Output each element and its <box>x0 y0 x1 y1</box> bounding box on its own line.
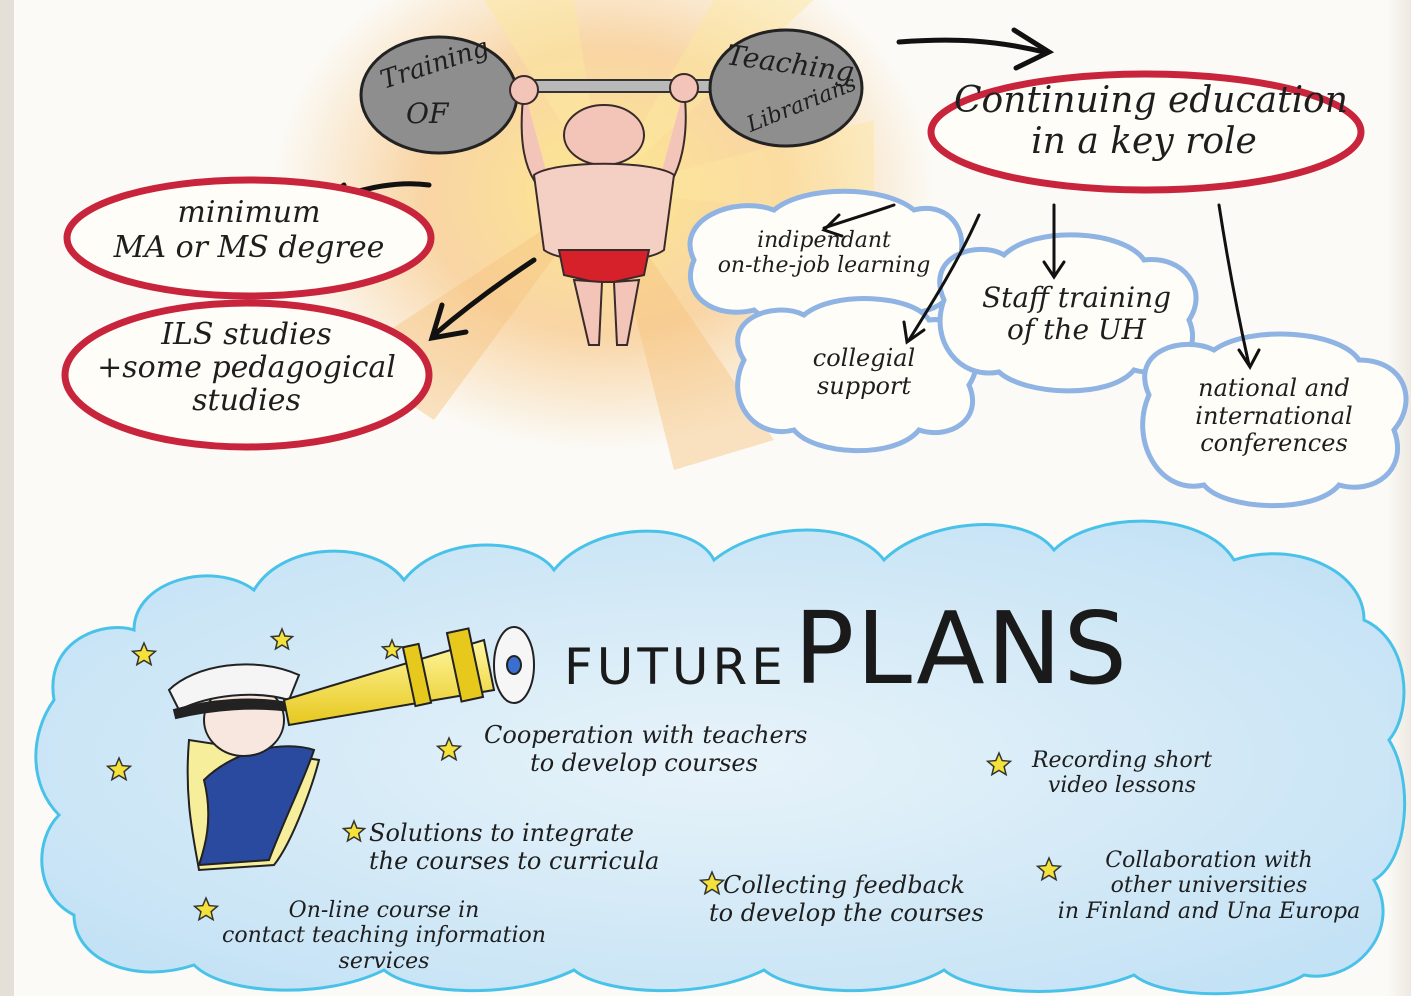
requirement-degree-line-2: MA or MS degree <box>113 229 385 265</box>
label-of: OF <box>406 97 449 130</box>
star-icon <box>1035 856 1063 882</box>
plan-collaboration-line-1: Collaboration with <box>1105 848 1313 873</box>
decorative-stars <box>105 627 1063 922</box>
star-icon <box>985 751 1013 777</box>
plan-cooperation: Cooperation with teachers to develop cou… <box>484 721 808 777</box>
oval-ils-studies <box>61 299 433 451</box>
heading-future: FUTURE <box>564 638 787 696</box>
cloud-staff-training-line-1: Staff training <box>981 281 1172 314</box>
plan-cooperation-line-1: Cooperation with teachers <box>484 721 808 749</box>
arrows-to-clouds <box>821 203 1261 370</box>
plan-video-line-2: video lessons <box>1047 773 1197 799</box>
plan-online-course-line-2: contact teaching information <box>222 923 546 949</box>
plan-collaboration: Collaboration with other universities in… <box>1049 848 1369 924</box>
plan-online-course: On-line course in contact teaching infor… <box>209 898 559 974</box>
sailor-with-telescope <box>167 626 535 872</box>
plan-online-course-line-3: services <box>338 948 430 974</box>
plan-collaboration-line-2: other universities <box>1110 873 1308 899</box>
cloud-on-the-job-line-2: on-the-job learning <box>717 253 931 279</box>
star-icon <box>435 736 463 762</box>
requirement-degree-line-1: minimum <box>177 195 321 230</box>
continuing-education-line-1: Continuing education <box>954 80 1348 121</box>
requirement-ils-text: ILS studies +some pedagogical studies <box>74 318 419 417</box>
cloud-collegial-text: collegial support <box>789 344 939 400</box>
plan-feedback: Collecting feedback to develop the cours… <box>709 871 984 927</box>
blue-clouds <box>687 188 1409 509</box>
future-sky-cloud <box>34 519 1407 996</box>
plan-cooperation-line-2: to develop courses <box>530 748 758 777</box>
star-icon <box>105 756 133 782</box>
oval-minimum-degree <box>63 176 435 300</box>
requirement-degree-text: minimum MA or MS degree <box>84 195 414 265</box>
cloud-on-the-job-text: indipendant on-the-job learning <box>704 228 944 279</box>
illustration-layer <box>34 0 1409 996</box>
star-icon <box>192 896 220 922</box>
continuing-education-line-2: in a key role <box>1031 121 1257 163</box>
cloud-conferences-text: national and international conferences <box>1164 374 1384 458</box>
plan-feedback-line-2: to develop the courses <box>709 898 984 927</box>
star-icon <box>380 638 404 660</box>
cloud-conferences-line-2: international <box>1195 401 1353 430</box>
cloud-conferences-line-3: conferences <box>1200 429 1348 458</box>
plan-solutions-line-1: Solutions to integrate <box>369 819 634 847</box>
requirement-ils-line-2: +some pedagogical <box>97 350 396 385</box>
plan-solutions-line-2: the courses to curricula <box>369 846 660 875</box>
plan-online-course-line-1: On-line course in <box>288 898 480 923</box>
plan-video-line-1: Recording short <box>1031 748 1213 773</box>
requirement-ils-line-3: studies <box>192 383 301 418</box>
right-weight-plate <box>708 28 864 148</box>
cloud-collegial-line-1: collegial <box>812 344 916 372</box>
plan-feedback-line-1: Collecting feedback <box>723 871 965 899</box>
star-icon <box>130 641 158 667</box>
plan-solutions: Solutions to integrate the courses to cu… <box>369 819 660 875</box>
oval-continuing-education <box>927 70 1365 194</box>
heading-plans: PLANS <box>794 590 1129 707</box>
continuing-education-text: Continuing education in a key role <box>954 80 1348 163</box>
star-icon <box>269 627 295 651</box>
cloud-conferences-line-1: national and <box>1198 374 1350 402</box>
plan-collaboration-line-3: in Finland and Una Europa <box>1057 898 1361 924</box>
requirement-ils-line-1: ILS studies <box>161 317 332 352</box>
plan-video: Recording short video lessons <box>1022 748 1222 799</box>
cloud-staff-training-text: Staff training of the UH <box>969 281 1184 347</box>
star-icon <box>341 819 367 843</box>
cloud-staff-training-line-2: of the UH <box>1007 313 1146 347</box>
cloud-on-the-job-line-1: indipendant <box>757 228 891 253</box>
strongman-figure <box>509 73 699 346</box>
star-icon <box>698 870 726 896</box>
cloud-collegial-line-2: support <box>816 371 912 400</box>
